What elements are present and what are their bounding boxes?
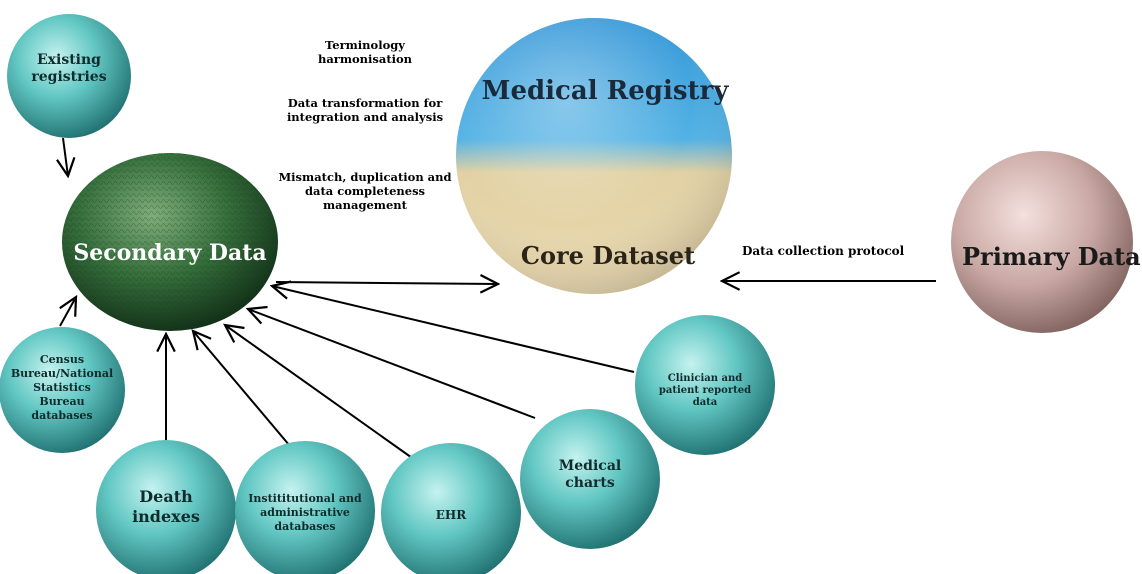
medical-charts-node xyxy=(520,409,660,549)
secondary-data-label: Secondary Data xyxy=(73,240,267,266)
arrow-charts-to-secondary xyxy=(248,309,536,419)
existing-registries-label: Existing registries xyxy=(31,52,107,85)
data-collection-protocol-label: Data collection protocol xyxy=(742,244,905,258)
medical-charts-label: Medical charts xyxy=(558,458,622,491)
census-label: Census Bureau/National Statistics Bureau… xyxy=(10,353,114,422)
secondary-data-node xyxy=(62,153,278,331)
ehr-node xyxy=(381,443,521,574)
medical-registry-label: Medical Registry xyxy=(481,76,729,106)
arrow-census-to-secondary xyxy=(59,297,76,327)
arrow-ehr-to-secondary xyxy=(225,325,416,461)
arrow-existing-to-secondary xyxy=(63,137,68,176)
note-terminology: Terminology harmonisation xyxy=(317,38,413,66)
arrow-secondary-to-registry xyxy=(275,282,498,284)
clinician-label: Clinician and patient reported data xyxy=(658,373,752,408)
death-indexes-label: Death indexes xyxy=(132,487,200,526)
existing-registries-node xyxy=(7,14,131,138)
primary-data-node xyxy=(951,151,1133,333)
note-transformation: Data transformation for integration and … xyxy=(286,96,444,124)
death-indexes-node xyxy=(96,440,236,574)
note-mismatch: Mismatch, duplication and data completen… xyxy=(278,170,452,212)
institutional-label: Instititutional and administrative datab… xyxy=(248,492,362,533)
institutional-node xyxy=(235,441,375,574)
arrow-institutional-to-secondary xyxy=(193,331,296,453)
medical-registry-node xyxy=(456,18,732,294)
clinician-node xyxy=(635,315,775,455)
ehr-label: EHR xyxy=(435,508,467,522)
core-dataset-label: Core Dataset xyxy=(520,241,696,270)
primary-data-label: Primary Data xyxy=(962,243,1141,271)
arrow-clinician-to-secondary xyxy=(272,286,635,373)
arrows xyxy=(59,137,936,461)
census-node xyxy=(0,327,125,453)
